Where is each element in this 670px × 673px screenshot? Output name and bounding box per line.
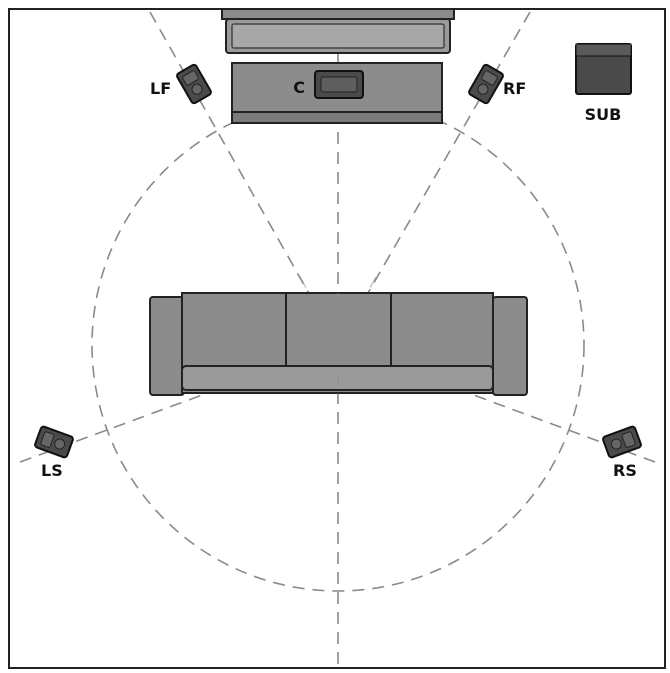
left-surround-label: LS [41,461,63,480]
left-front-speaker [176,63,212,105]
listening-circle [91,98,585,592]
sofa-right-arm [492,296,528,396]
right-front-guide [337,11,531,346]
sofa-left-arm [149,296,185,396]
sofa-seat-front [181,365,494,391]
right-surround-label: RS [613,461,637,480]
subwoofer-label: SUB [585,105,622,124]
subwoofer [575,43,632,95]
right-front-speaker [468,63,504,105]
right-surround-speaker [602,425,642,459]
left-front-guide [149,11,339,346]
guide-lines-over-sofa [299,276,377,395]
left-surround-speaker [34,425,74,459]
center-speaker-label: C [293,78,305,97]
left-front-label: LF [150,79,171,98]
center-speaker [314,70,364,99]
tv-screen [221,8,455,54]
sofa [149,292,528,396]
right-front-label: RF [503,79,526,98]
